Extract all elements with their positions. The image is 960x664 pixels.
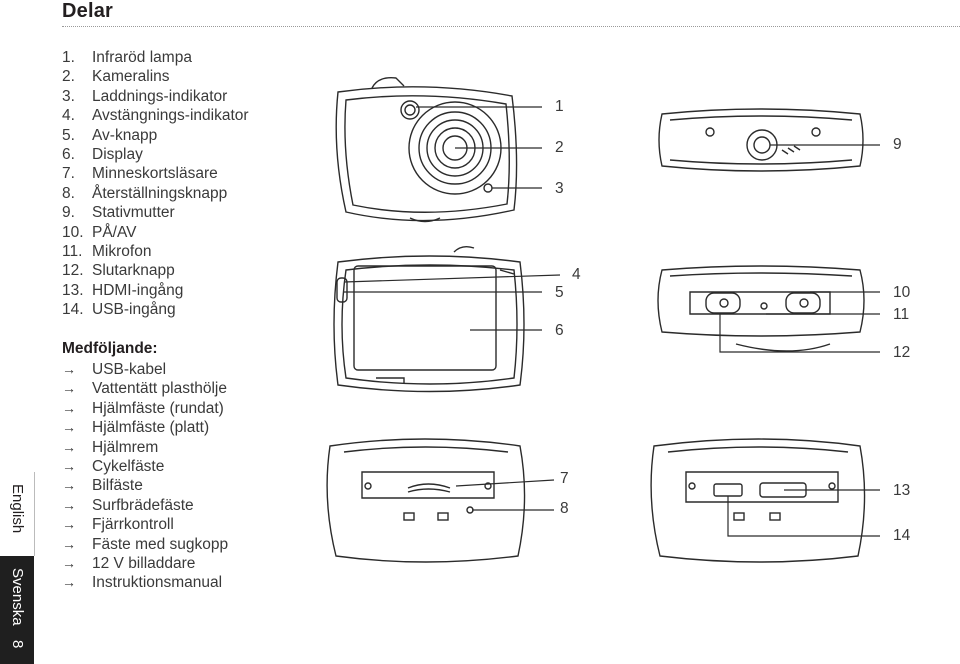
list-item: 9.Stativmutter (62, 204, 175, 222)
list-item: 3.Laddnings-indikator (62, 87, 228, 105)
list-item: →Hjälmfäste (platt) (62, 419, 210, 437)
arrow-icon: → (62, 399, 76, 416)
list-item: 6.Display (62, 146, 143, 164)
list-item: →USB-kabel (62, 361, 167, 378)
list-item: 14.USB-ingång (62, 301, 176, 319)
list-item: →12 V billaddare (62, 555, 196, 573)
list-item: 10.PÅ/AV (62, 223, 137, 241)
arrow-icon: → (62, 477, 76, 494)
list-item: 11.Mikrofon (62, 243, 152, 261)
callout-4: 4 (572, 266, 581, 283)
list-item: 4.Avstängnings-indikator (62, 107, 249, 125)
usb-port-icon (713, 483, 743, 497)
list-item: →Instruktionsmanual (62, 574, 223, 592)
arrow-icon: → (62, 458, 76, 475)
list-item: 2.Kameralins (62, 68, 170, 86)
list-item: →Vattentätt plasthölje (62, 380, 227, 398)
list-item: 12.Slutarknapp (62, 262, 175, 280)
list-item: →Fäste med sugkopp (62, 535, 229, 553)
callout-13: 13 (893, 482, 911, 499)
camera-back-view (333, 245, 525, 393)
camera-bottom-ports-view (650, 438, 866, 563)
shutter-button-icon (705, 292, 741, 314)
page-title: Delar (62, 0, 114, 22)
list-item: 1.Infraröd lampa (62, 49, 192, 66)
included-list: →USB-kabel →Vattentätt plasthölje →Hjälm… (62, 360, 228, 593)
callout-10: 10 (893, 284, 911, 301)
callout-11: 11 (893, 306, 910, 323)
callout-3: 3 (555, 180, 564, 197)
camera-bottom-view (326, 438, 526, 563)
arrow-icon: → (62, 535, 76, 552)
language-tab-english-area (0, 472, 35, 556)
callout-9: 9 (893, 136, 902, 153)
callout-2: 2 (555, 139, 564, 156)
arrow-icon: → (62, 574, 76, 591)
callout-7: 7 (560, 470, 569, 487)
arrow-icon: → (62, 380, 76, 397)
power-button-icon (785, 292, 821, 314)
list-item: →Hjälmrem (62, 438, 159, 456)
list-item: →Fjärrkontroll (62, 516, 174, 534)
camera-top-view (658, 108, 864, 172)
card-slot-icon (407, 483, 451, 489)
camera-side-view (657, 265, 865, 352)
callout-12: 12 (893, 344, 911, 361)
arrow-icon: → (62, 516, 76, 533)
list-item: →Bilfäste (62, 477, 143, 495)
callout-5: 5 (555, 284, 564, 301)
list-item: →Hjälmfäste (rundat) (62, 399, 224, 417)
list-item: 5.Av-knapp (62, 126, 158, 144)
callout-14: 14 (893, 527, 911, 544)
arrow-icon: → (62, 438, 76, 455)
list-item: →Cykelfäste (62, 458, 165, 476)
arrow-icon: → (62, 496, 76, 513)
included-heading: Medföljande: (62, 340, 158, 357)
power-led-icon (336, 277, 348, 303)
list-item: 7.Minneskortsläsare (62, 165, 218, 183)
arrow-icon: → (62, 419, 76, 436)
title-divider (62, 26, 960, 27)
callout-1: 1 (555, 98, 564, 115)
arrow-icon: → (62, 361, 76, 377)
callout-6: 6 (555, 322, 564, 339)
parts-list: 1.Infraröd lampa 2.Kameralins 3.Laddning… (62, 48, 249, 320)
camera-front-view (335, 77, 518, 223)
list-item: 8.Återställningsknapp (62, 184, 228, 202)
microphone-icon (760, 302, 768, 310)
arrow-icon: → (62, 555, 76, 572)
callout-8: 8 (560, 500, 569, 517)
infrared-lamp-icon (400, 100, 420, 120)
list-item: →Surfbrädefäste (62, 496, 194, 514)
callout-leader-lines (343, 106, 880, 537)
list-item: 13.HDMI-ingång (62, 281, 184, 299)
charge-indicator-icon (483, 183, 493, 193)
